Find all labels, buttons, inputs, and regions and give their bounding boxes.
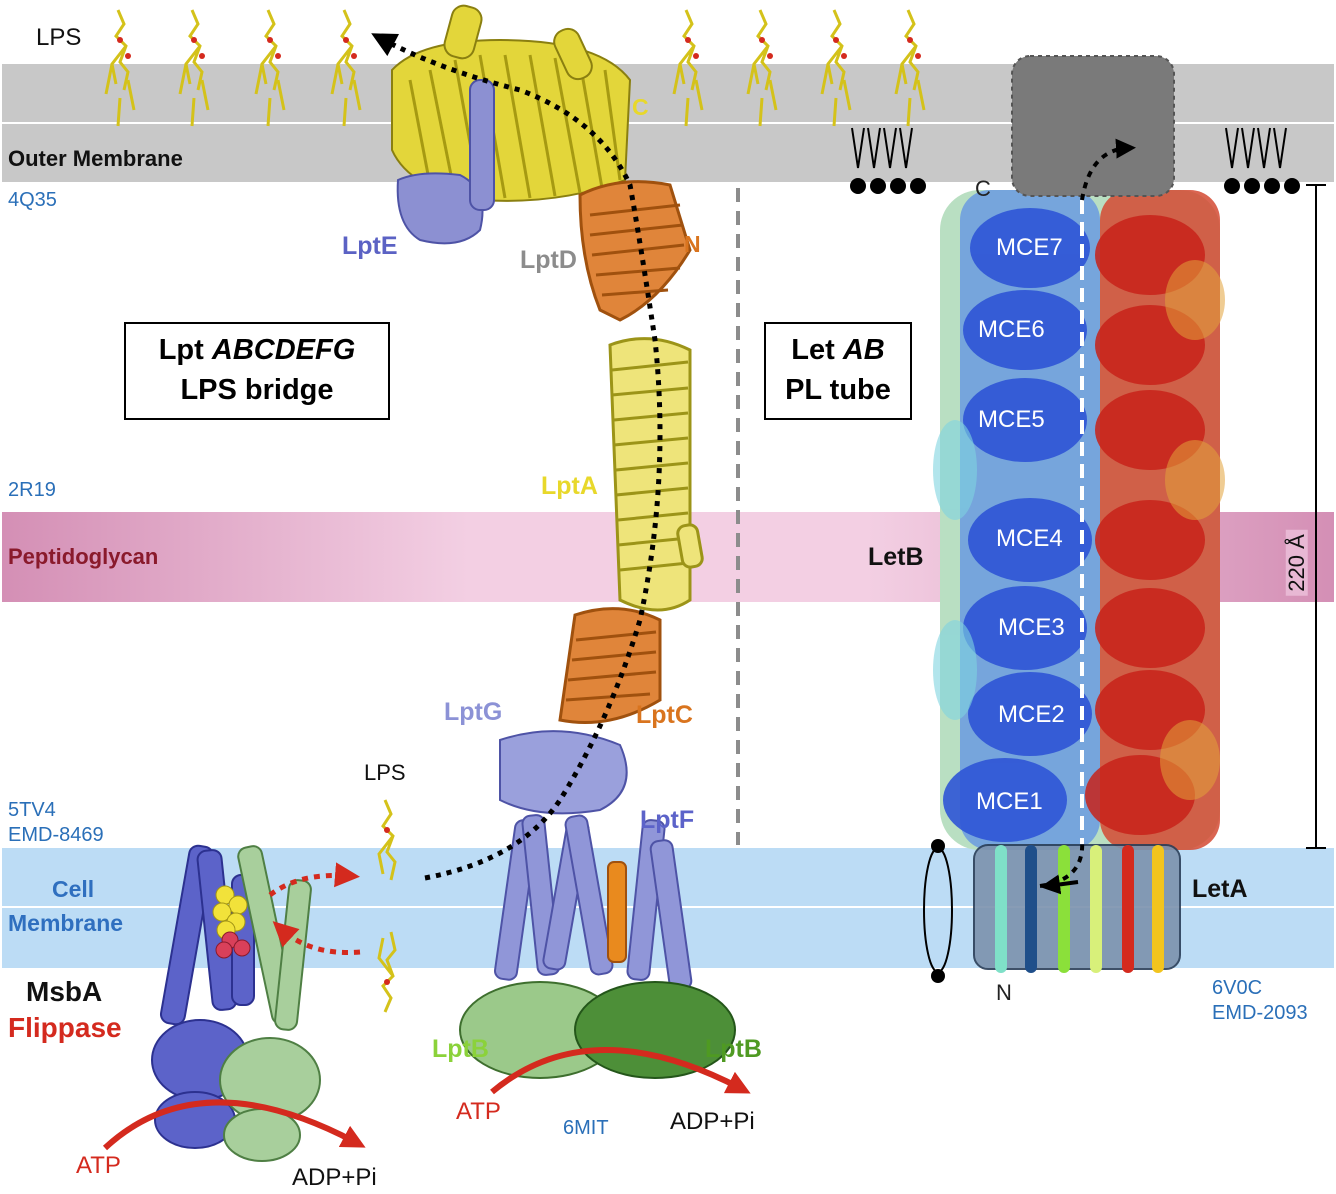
lptd-label: LptD — [520, 246, 577, 274]
lps-molecules-cell — [377, 799, 397, 1013]
pl-transport-arrow — [1039, 148, 1128, 888]
mce6-label: MCE6 — [978, 316, 1045, 343]
cell-membrane-lipid — [923, 839, 953, 983]
let-box-genes: AB — [842, 334, 885, 366]
pdb-id-5tv4: 5TV4 — [8, 799, 56, 821]
lpt-box-genes: ABCDEFG — [211, 334, 356, 366]
msba-protein — [151, 844, 321, 1162]
lptd-n-terminus: N — [684, 231, 701, 257]
lptb-nbd — [459, 981, 736, 1079]
mce5-label: MCE5 — [978, 406, 1045, 433]
pdb-id-2r19: 2R19 — [8, 479, 56, 501]
leta-n-terminus: N — [996, 980, 1012, 1005]
lptc-label: LptC — [636, 701, 693, 729]
lptfg-transmembrane — [494, 730, 693, 991]
cell-membrane-label-line2: Membrane — [8, 910, 124, 936]
let-box-subtitle: PL tube — [785, 374, 891, 406]
lpt-box-title: Lpt ABCDEFG — [126, 330, 388, 370]
lpte-label: LptE — [342, 232, 398, 260]
msba-atp-label: ATP — [76, 1152, 121, 1179]
lps-label-top: LPS — [36, 24, 82, 51]
letb-c-terminus: C — [975, 176, 991, 201]
lpta-label: LptA — [541, 472, 598, 500]
leta-box — [973, 844, 1181, 973]
flippase-arrow-in — [272, 921, 361, 955]
lptb-adp-label: ADP+Pi — [670, 1108, 755, 1135]
lpt-system-box: Lpt ABCDEFG LPS bridge — [124, 322, 390, 420]
mce2-label: MCE2 — [998, 701, 1065, 728]
lpte-protein — [396, 79, 495, 245]
mce7-label: MCE7 — [996, 234, 1063, 261]
lptg-label: LptG — [444, 698, 503, 726]
cell-membrane-label-line1: Cell — [52, 876, 95, 902]
lptc-protein — [558, 607, 662, 724]
leta-entry-arrow — [1040, 874, 1079, 895]
let-box-title: Let AB — [766, 330, 910, 370]
pdb-id-6v0c: 6V0C — [1212, 977, 1263, 999]
mce1-label: MCE1 — [976, 788, 1043, 815]
leta-label: LetA — [1192, 875, 1248, 903]
msba-atp-arrow — [102, 1099, 366, 1151]
lptf-label: LptF — [640, 806, 695, 834]
flippase-arrow-out — [268, 862, 360, 898]
lptd-c-terminus: C — [632, 94, 649, 120]
msba-adp-label: ADP+Pi — [292, 1164, 377, 1191]
peptidoglycan-label: Peptidoglycan — [8, 544, 159, 569]
om-acceptor-box — [1011, 55, 1175, 197]
let-box-prefix: Let — [791, 334, 835, 366]
letb-label: LetB — [868, 543, 924, 571]
let-system-box: Let AB PL tube — [764, 322, 912, 420]
letb-tube — [933, 190, 1225, 850]
mce3-label: MCE3 — [998, 614, 1065, 641]
lptb-atp-arrow — [490, 1047, 751, 1095]
msba-label: MsbA — [26, 976, 103, 1007]
phospholipids-outer — [850, 127, 1300, 194]
lptd-n-domain — [578, 180, 692, 322]
pdb-id-4q35: 4Q35 — [8, 189, 57, 211]
mce4-label: MCE4 — [996, 525, 1063, 552]
flippase-label: Flippase — [8, 1012, 122, 1043]
lptd-barrel — [391, 4, 632, 202]
lpt-box-prefix: Lpt — [158, 334, 204, 366]
pdb-id-6mit: 6MIT — [563, 1117, 609, 1139]
lptb-right-label: LptB — [705, 1035, 762, 1063]
scale-bar-label: 220 Å — [1284, 530, 1309, 596]
pdb-id-emd-2093: EMD-2093 — [1212, 1002, 1308, 1024]
lptb-left-label: LptB — [432, 1035, 489, 1063]
lptb-atp-label: ATP — [456, 1098, 501, 1125]
lps-transport-arrow — [371, 33, 663, 881]
scale-bar — [1306, 184, 1326, 849]
lps-molecules-outer — [104, 9, 926, 127]
lpt-box-subtitle: LPS bridge — [180, 374, 334, 406]
outer-membrane-label: Outer Membrane — [8, 146, 183, 171]
lps-label-cell: LPS — [364, 760, 406, 785]
pdb-id-emd-8469: EMD-8469 — [8, 824, 104, 846]
lpta-protein — [608, 337, 704, 612]
